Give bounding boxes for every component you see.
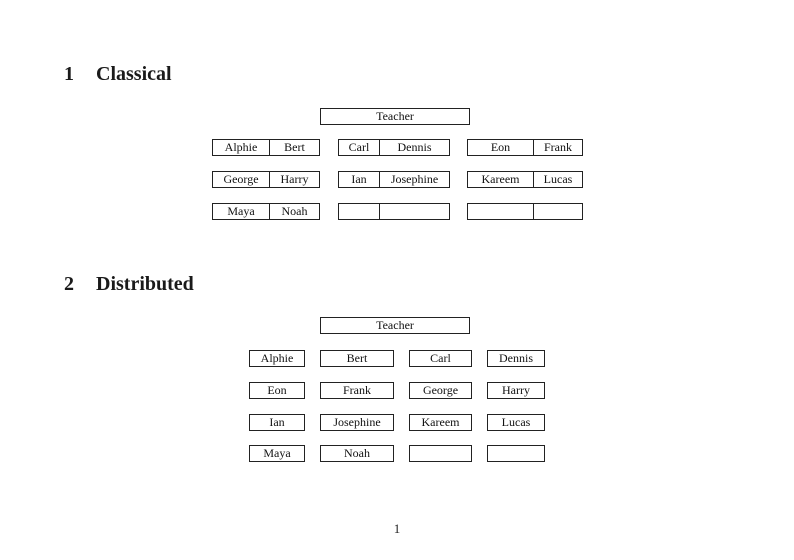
desk-pair-box: Maya Noah — [212, 203, 320, 220]
section-title: Distributed — [96, 273, 194, 295]
empty-desk-box — [409, 445, 472, 462]
desk-box: Lucas — [487, 414, 545, 431]
desk-pair-box: Eon Frank — [467, 139, 583, 156]
student-seat: Noah — [344, 446, 370, 460]
student-seat: Bert — [284, 140, 305, 154]
student-seat: Bert — [346, 351, 368, 365]
student-seat: Lucas — [501, 415, 531, 429]
student-seat: Harry — [280, 172, 309, 186]
desk-box: Maya — [249, 445, 305, 462]
empty-seat — [534, 204, 582, 219]
desk-pair-box: Alphie Bert — [212, 139, 320, 156]
desk-pair-box: Carl Dennis — [338, 139, 450, 156]
desk-box: Harry — [487, 382, 545, 399]
student-seat: George — [213, 172, 270, 187]
section-heading-distributed: 2 Distributed — [64, 273, 194, 296]
empty-seat — [410, 446, 471, 461]
section-heading-classical: 1 Classical — [64, 63, 172, 86]
desk-box: Dennis — [487, 350, 545, 367]
desk-box: Ian — [249, 414, 305, 431]
student-seat: Maya — [213, 204, 270, 219]
desk-pair-box: Ian Josephine — [338, 171, 450, 188]
desk-pair-box: Kareem Lucas — [467, 171, 583, 188]
empty-seat — [488, 446, 544, 461]
student-seat: Harry — [502, 383, 530, 397]
student-seat: Ian — [339, 172, 380, 187]
student-seat: Alphie — [260, 351, 294, 365]
teacher-label: Teacher — [376, 109, 414, 123]
student-seat: Carl — [339, 140, 380, 155]
desk-box: Carl — [409, 350, 472, 367]
student-seat: Dennis — [397, 140, 432, 154]
section-number: 2 — [64, 273, 74, 295]
desk-box: Noah — [320, 445, 394, 462]
teacher-box: Teacher — [320, 317, 470, 334]
empty-seat — [380, 204, 449, 219]
empty-desk-pair-box — [338, 203, 450, 220]
desk-pair-box: George Harry — [212, 171, 320, 188]
student-seat: Ian — [269, 415, 285, 429]
student-seat: Kareem — [421, 415, 460, 429]
desk-box: Frank — [320, 382, 394, 399]
desk-box: Alphie — [249, 350, 305, 367]
desk-box: Bert — [320, 350, 394, 367]
teacher-label: Teacher — [376, 318, 414, 332]
empty-seat — [468, 204, 534, 219]
empty-desk-box — [487, 445, 545, 462]
desk-box: Eon — [249, 382, 305, 399]
student-seat: Eon — [267, 383, 287, 397]
empty-seat — [339, 204, 380, 219]
student-seat: Frank — [343, 383, 371, 397]
student-seat: Carl — [430, 351, 451, 365]
section-title: Classical — [96, 63, 172, 85]
student-seat: Maya — [263, 446, 291, 460]
desk-box: Kareem — [409, 414, 472, 431]
student-seat: Josephine — [333, 415, 381, 429]
empty-desk-pair-box — [467, 203, 583, 220]
student-seat: Eon — [468, 140, 534, 155]
student-seat: Alphie — [213, 140, 270, 155]
student-seat: Josephine — [390, 172, 439, 186]
student-seat: George — [422, 383, 459, 397]
desk-box: Josephine — [320, 414, 394, 431]
student-seat: Dennis — [499, 351, 533, 365]
teacher-box: Teacher — [320, 108, 470, 125]
student-seat: Frank — [544, 140, 572, 154]
page-number: 1 — [393, 521, 401, 536]
desk-box: George — [409, 382, 472, 399]
student-seat: Kareem — [468, 172, 534, 187]
section-number: 1 — [64, 63, 74, 85]
student-seat: Noah — [281, 204, 308, 218]
student-seat: Lucas — [543, 172, 573, 186]
